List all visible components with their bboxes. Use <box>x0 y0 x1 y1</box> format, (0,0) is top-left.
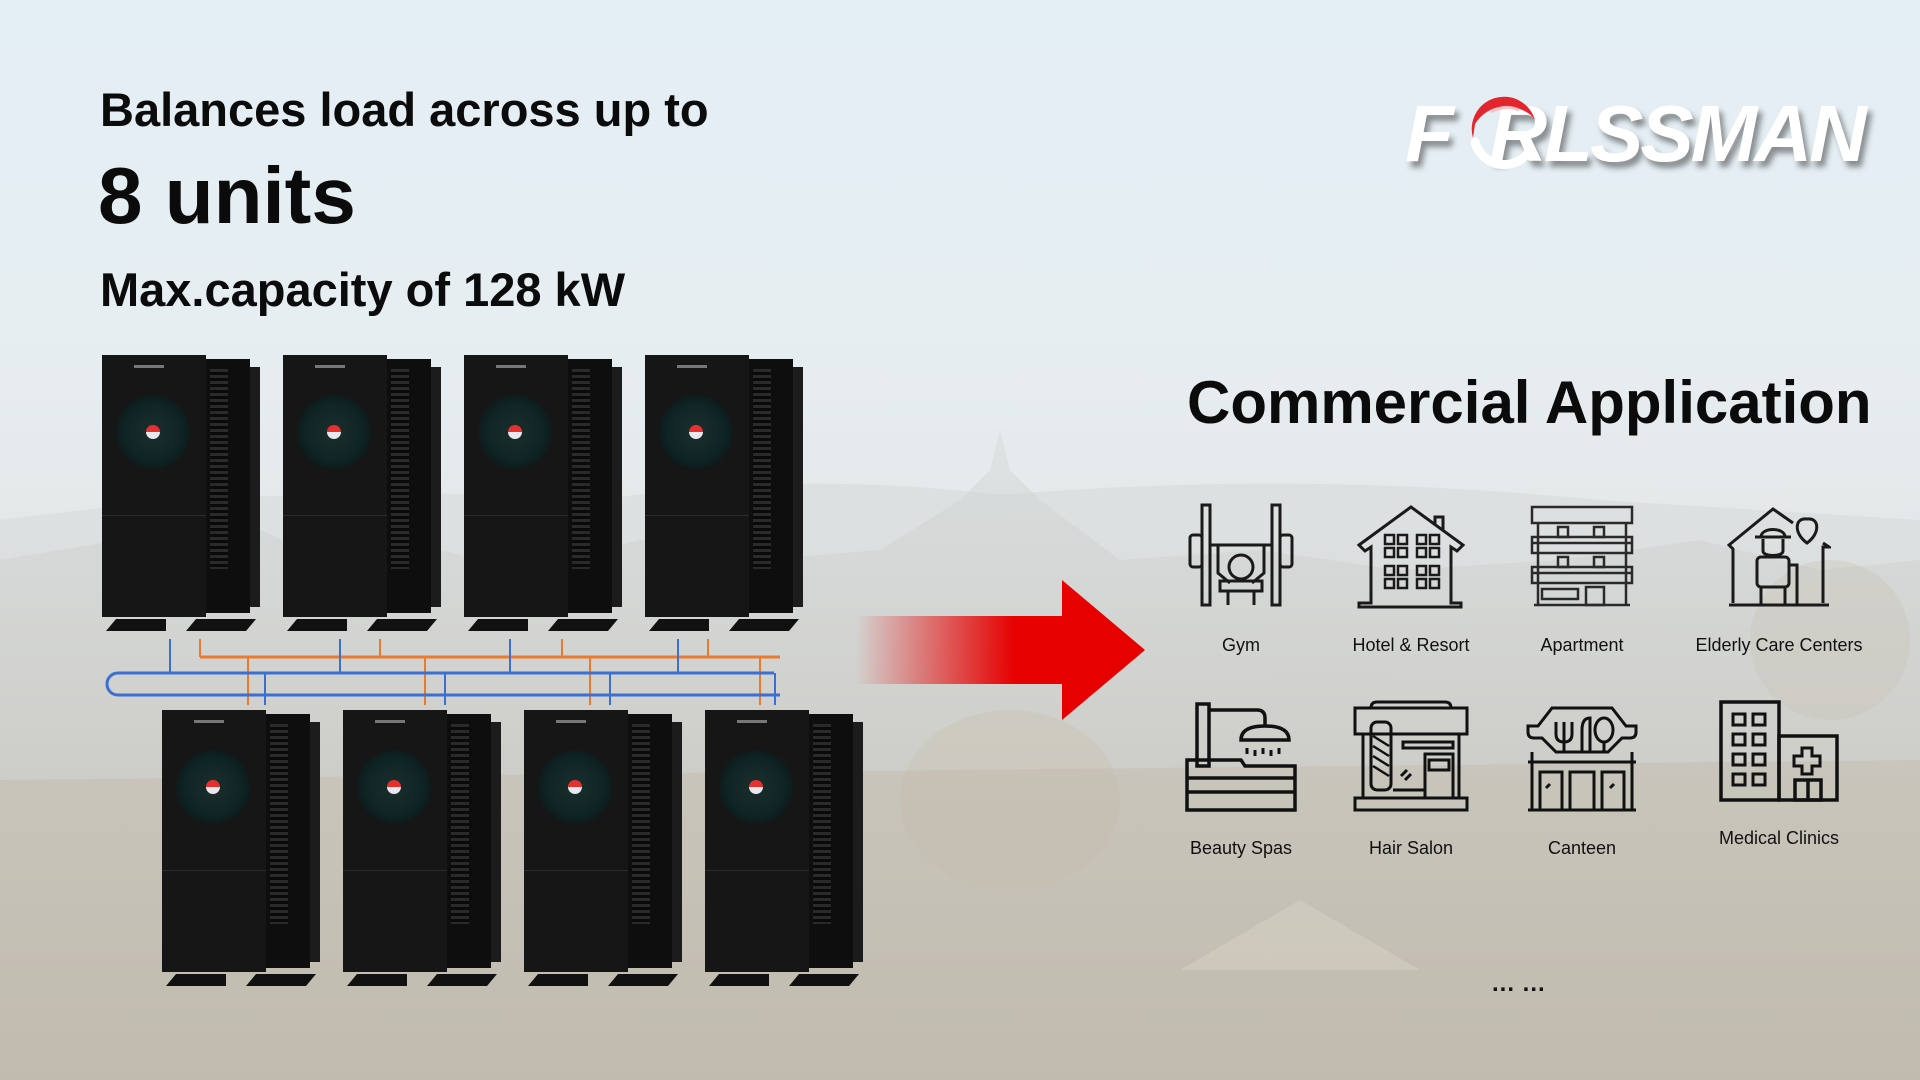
heat-pump-unit-8 <box>705 710 865 1000</box>
heat-pump-unit-3 <box>464 355 624 645</box>
application-label: Canteen <box>1547 838 1617 858</box>
headline-capacity: Max.capacity of 128 kW <box>100 263 626 316</box>
spa-icon <box>1185 702 1297 812</box>
heat-pump-unit-1 <box>102 355 262 645</box>
brand-logo-text: F RLSSMAN <box>1405 89 1867 178</box>
application-label: Hair Salon <box>1368 838 1454 858</box>
heat-pump-unit-4 <box>645 355 805 645</box>
application-gym: Gym <box>1156 503 1326 656</box>
heat-pump-unit-5 <box>162 710 322 1000</box>
application-label: Elderly Care Centers <box>1695 635 1863 655</box>
application-beauty-spas: Beauty Spas <box>1156 700 1326 859</box>
headline-intro: Balances load across up to <box>100 83 709 136</box>
application-hair-salon: Hair Salon <box>1326 700 1496 859</box>
arrow-right-icon <box>855 580 1145 720</box>
application-medical-clinics: Medical Clinics <box>1694 700 1864 849</box>
application-label: Apartment <box>1540 635 1624 655</box>
hotel-icon <box>1356 505 1466 609</box>
more-applications-ellipsis: ... ... <box>1492 970 1546 997</box>
application-canteen: Canteen <box>1497 700 1667 859</box>
apartment-icon <box>1530 505 1634 607</box>
heat-pump-unit-2 <box>283 355 443 645</box>
application-apartment: Apartment <box>1497 503 1667 656</box>
commercial-application-title: Commercial Application <box>1187 369 1872 436</box>
application-label: Beauty Spas <box>1189 838 1293 858</box>
medical-clinic-icon <box>1719 700 1839 802</box>
heat-pump-unit-6 <box>343 710 503 1000</box>
application-hotel-resort: Hotel & Resort <box>1326 503 1496 656</box>
heat-pump-unit-7 <box>524 710 684 1000</box>
gym-icon <box>1188 503 1294 607</box>
headline-unit-count: 8 units <box>98 151 356 240</box>
brand-logo: F RLSSMAN <box>1405 88 1867 178</box>
canteen-icon <box>1526 706 1638 812</box>
application-label: Medical Clinics <box>1718 828 1840 848</box>
application-label: Hotel & Resort <box>1352 635 1470 655</box>
elderly-care-icon <box>1727 507 1831 607</box>
application-elderly-care-centers: Elderly Care Centers <box>1694 503 1864 656</box>
application-label: Gym <box>1222 635 1260 655</box>
hair-salon-icon <box>1353 700 1469 812</box>
piping-diagram <box>105 639 780 705</box>
logo-swoosh-icon <box>1470 96 1535 170</box>
